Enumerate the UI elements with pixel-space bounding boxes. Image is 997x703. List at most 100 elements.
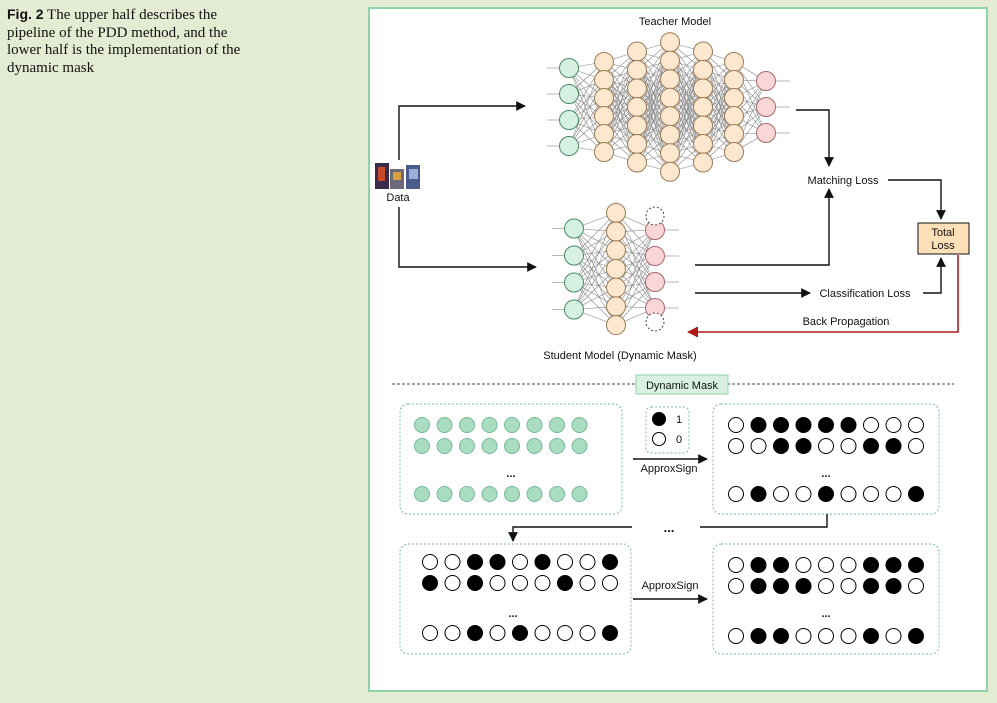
mask-dot-zero bbox=[840, 557, 857, 573]
mask-dot-one bbox=[795, 417, 812, 433]
mask-dot-one bbox=[885, 438, 902, 454]
mask-dot-zero bbox=[512, 554, 528, 570]
student-edge bbox=[615, 231, 656, 283]
mask-dot-one bbox=[773, 578, 789, 594]
mask-dot-one bbox=[467, 554, 483, 570]
teacher-output-node bbox=[756, 71, 776, 91]
mask-dot-one bbox=[885, 578, 902, 594]
mask-dot-zero bbox=[908, 438, 924, 454]
mask-dot-one bbox=[818, 417, 834, 433]
teacher-hidden-node bbox=[693, 78, 713, 99]
data-label: Data bbox=[386, 192, 410, 204]
weight-dot bbox=[459, 417, 475, 433]
mask-dot-one bbox=[863, 557, 879, 573]
mask-dot-one bbox=[750, 628, 767, 644]
mask-dot-zero bbox=[728, 486, 744, 502]
legend-one-dot bbox=[652, 412, 666, 426]
student-input-node bbox=[564, 272, 584, 293]
mask-dot-one bbox=[750, 486, 767, 502]
mask3-ellipsis: ... bbox=[821, 608, 830, 620]
back-propagation-label: Back Propagation bbox=[803, 316, 890, 328]
weight-dot bbox=[549, 438, 565, 454]
data-to-teacher-arrow bbox=[398, 101, 526, 160]
student-input-node bbox=[564, 299, 584, 320]
teacher-hidden-node bbox=[660, 161, 680, 182]
teacher-hidden-node bbox=[693, 97, 713, 117]
mask-dot-zero bbox=[444, 575, 461, 591]
figure-caption: Fig. 2 The upper half describes the pipe… bbox=[7, 6, 247, 77]
mask-dot-zero bbox=[840, 438, 857, 454]
caption-text: The upper half describes the pipeline of… bbox=[7, 7, 241, 76]
mask-dot-zero bbox=[557, 625, 573, 641]
teacher-hidden-node bbox=[660, 32, 680, 53]
back-propagation-arrow bbox=[686, 255, 959, 338]
teacher-output-node bbox=[756, 97, 776, 117]
teacher-hidden-node bbox=[724, 142, 744, 162]
teacher-input-node bbox=[559, 58, 579, 78]
teacher-hidden-node bbox=[660, 106, 680, 127]
approxsign-label-1: ApproxSign bbox=[641, 463, 698, 475]
mask-dot-zero bbox=[773, 486, 789, 502]
teacher-input-node bbox=[559, 136, 579, 156]
teacher-hidden-node bbox=[693, 41, 713, 62]
teacher-hidden-node bbox=[594, 106, 614, 126]
mask-dot-zero bbox=[512, 575, 528, 591]
weight-dot bbox=[436, 486, 453, 502]
student-output-node bbox=[645, 246, 665, 266]
mask-dot-zero bbox=[885, 628, 902, 644]
teacher-title: Teacher Model bbox=[639, 16, 711, 28]
mask-dot-zero bbox=[863, 486, 879, 502]
mask-dot-one bbox=[863, 578, 879, 594]
teacher-hidden-node bbox=[627, 152, 647, 173]
teacher-hidden-node bbox=[724, 52, 744, 72]
weight-dot bbox=[504, 438, 520, 454]
teacher-hidden-node bbox=[724, 88, 744, 108]
student-hidden-node bbox=[606, 221, 626, 242]
teacher-input-node bbox=[559, 110, 579, 130]
mask-dot-one bbox=[750, 417, 767, 433]
teacher-hidden-node bbox=[693, 152, 713, 173]
mask-dot-one bbox=[773, 628, 789, 644]
mask-dot-zero bbox=[728, 438, 744, 454]
mask-dot-zero bbox=[534, 575, 551, 591]
teacher-hidden-node bbox=[660, 87, 680, 108]
teacher-hidden-node bbox=[660, 69, 680, 90]
teacher-network bbox=[547, 32, 790, 182]
teacher-input-node bbox=[559, 84, 579, 104]
mask-dot-zero bbox=[750, 438, 767, 454]
mask-dot-one bbox=[750, 578, 767, 594]
mask-dot-zero bbox=[489, 575, 506, 591]
student-edge bbox=[573, 231, 617, 283]
weights-box bbox=[399, 403, 623, 515]
student-edge bbox=[573, 250, 617, 310]
teacher-to-matching-arrow bbox=[796, 109, 834, 167]
matching-loss-label: Matching Loss bbox=[808, 175, 879, 187]
mask-dot-zero bbox=[885, 417, 902, 433]
legend-zero-label: 0 bbox=[676, 434, 682, 446]
mask-dot-zero bbox=[579, 625, 596, 641]
teacher-edge bbox=[733, 79, 767, 134]
weight-dot bbox=[571, 438, 588, 454]
weight-dot bbox=[414, 438, 430, 454]
mask-dot-one bbox=[467, 575, 483, 591]
mask-dot-zero bbox=[602, 575, 618, 591]
student-edge bbox=[615, 255, 656, 307]
teacher-hidden-node bbox=[693, 60, 713, 80]
mask-dot-one bbox=[885, 557, 902, 573]
student-hidden-node bbox=[606, 277, 626, 298]
mask-dot-zero bbox=[818, 438, 834, 454]
mask-dot-zero bbox=[840, 486, 857, 502]
teacher-hidden-node bbox=[594, 124, 614, 144]
student-hidden-node bbox=[606, 296, 626, 317]
mask-dot-zero bbox=[885, 486, 902, 502]
mask-dot-zero bbox=[579, 554, 596, 570]
student-edge bbox=[573, 228, 617, 288]
mask-dot-grids bbox=[414, 417, 924, 644]
mask-dot-zero bbox=[728, 578, 744, 594]
total-loss-line1: Total bbox=[931, 227, 954, 239]
teacher-hidden-node bbox=[660, 124, 680, 145]
teacher-edge bbox=[568, 93, 605, 153]
mask-dot-one bbox=[750, 557, 767, 573]
teacher-hidden-node bbox=[594, 70, 614, 90]
teacher-hidden-node bbox=[627, 41, 647, 62]
